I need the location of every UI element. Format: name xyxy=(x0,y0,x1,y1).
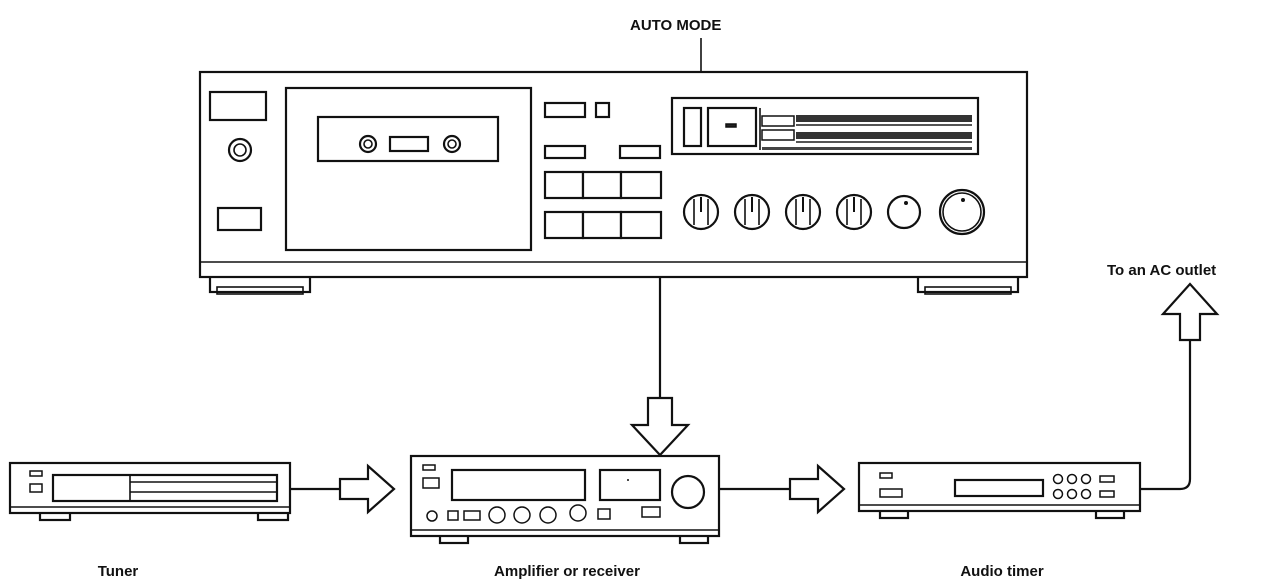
deck-knobs xyxy=(682,188,986,236)
deck-indicator xyxy=(594,101,611,119)
cassette-deck xyxy=(198,70,1029,295)
audio-timer-label: Audio timer xyxy=(960,563,1043,580)
arrow-amp-to-timer xyxy=(788,463,846,515)
transport-keys-bottom xyxy=(543,210,663,240)
deck-small-button-3 xyxy=(618,144,662,160)
reel-left xyxy=(358,134,378,154)
ac-outlet-label: To an AC outlet xyxy=(1107,262,1216,279)
tuner xyxy=(8,461,292,522)
tuner-display xyxy=(51,473,279,503)
arrow-to-ac-outlet xyxy=(1160,282,1220,342)
audio-timer-display xyxy=(953,478,1045,498)
amplifier-label: Amplifier or receiver xyxy=(494,563,640,580)
deck-display-panel xyxy=(670,96,980,156)
amplifier-display xyxy=(450,468,587,502)
deck-eject-button xyxy=(216,206,263,232)
deck-small-button-2 xyxy=(543,144,587,160)
deck-power-button xyxy=(208,90,268,122)
reel-right xyxy=(442,134,462,154)
volume-knob xyxy=(938,188,986,236)
deck-small-button-1 xyxy=(543,101,587,119)
tuner-label: Tuner xyxy=(98,563,139,580)
auto-mode-label: AUTO MODE xyxy=(630,17,721,34)
amplifier-volume-knob xyxy=(670,474,706,510)
arrow-deck-to-amp xyxy=(629,396,691,457)
arrow-tuner-to-amp xyxy=(338,463,396,515)
cassette-door xyxy=(284,86,533,252)
timer-to-outlet-line xyxy=(1140,340,1192,491)
transport-keys-top xyxy=(543,170,663,200)
audio-timer xyxy=(857,461,1142,520)
deck-headphone-jack xyxy=(227,137,253,163)
amplifier-meter xyxy=(598,468,662,502)
amplifier xyxy=(409,454,721,545)
